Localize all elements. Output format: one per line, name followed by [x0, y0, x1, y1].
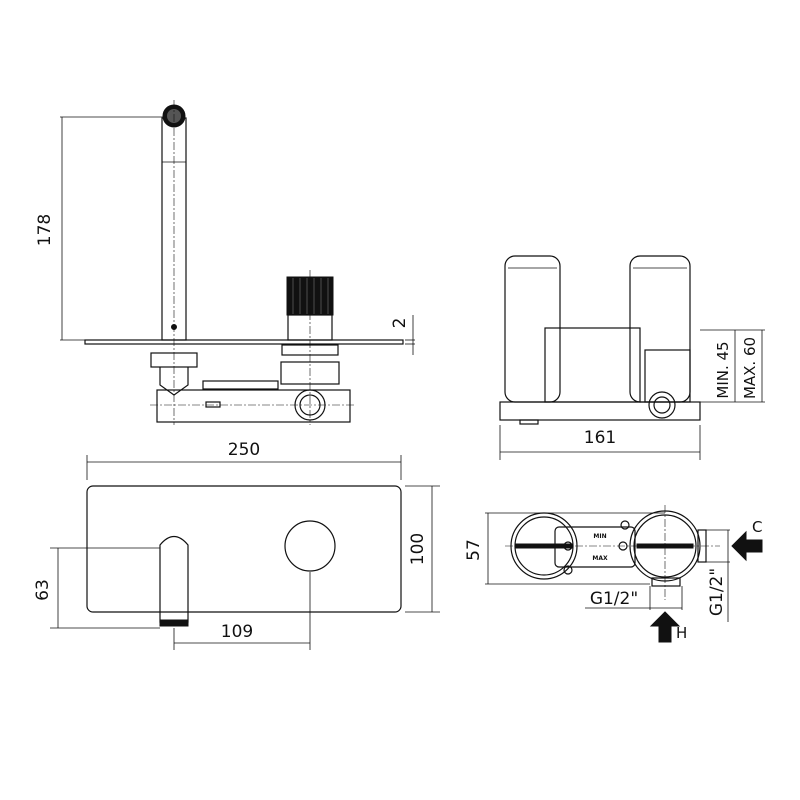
height-57-label: 57 — [464, 539, 484, 561]
hot-inlet-arrow-icon — [649, 611, 681, 643]
max-60-label: MAX. 60 — [741, 337, 759, 399]
cold-inlet-label: C — [752, 518, 762, 536]
bottom-g12-label: G1/2" — [590, 589, 638, 609]
distance-109-label: 109 — [221, 622, 253, 642]
rear-view: 161 MIN. 45 MAX. 60 — [499, 255, 765, 460]
plate-thickness-2-label: 2 — [390, 318, 410, 329]
min-45-label: MIN. 45 — [714, 341, 732, 398]
height-100-label: 100 — [408, 533, 428, 565]
side-g12-label: G1/2" — [707, 568, 727, 616]
min-marking: MIN — [593, 533, 606, 540]
spout-height-63-label: 63 — [33, 579, 53, 601]
side-view: 178 2 — [35, 100, 415, 425]
width-161-label: 161 — [584, 428, 616, 448]
front-view: 250 100 63 109 — [33, 440, 440, 650]
cold-inlet-arrow-icon — [731, 530, 763, 562]
body-top-view: 57 MIN MAX G1/2" G1/2" C H — [464, 505, 763, 643]
hot-inlet-label: H — [676, 624, 687, 642]
width-250-label: 250 — [228, 440, 260, 460]
height-178-label: 178 — [35, 214, 55, 246]
max-marking: MAX — [592, 555, 608, 562]
